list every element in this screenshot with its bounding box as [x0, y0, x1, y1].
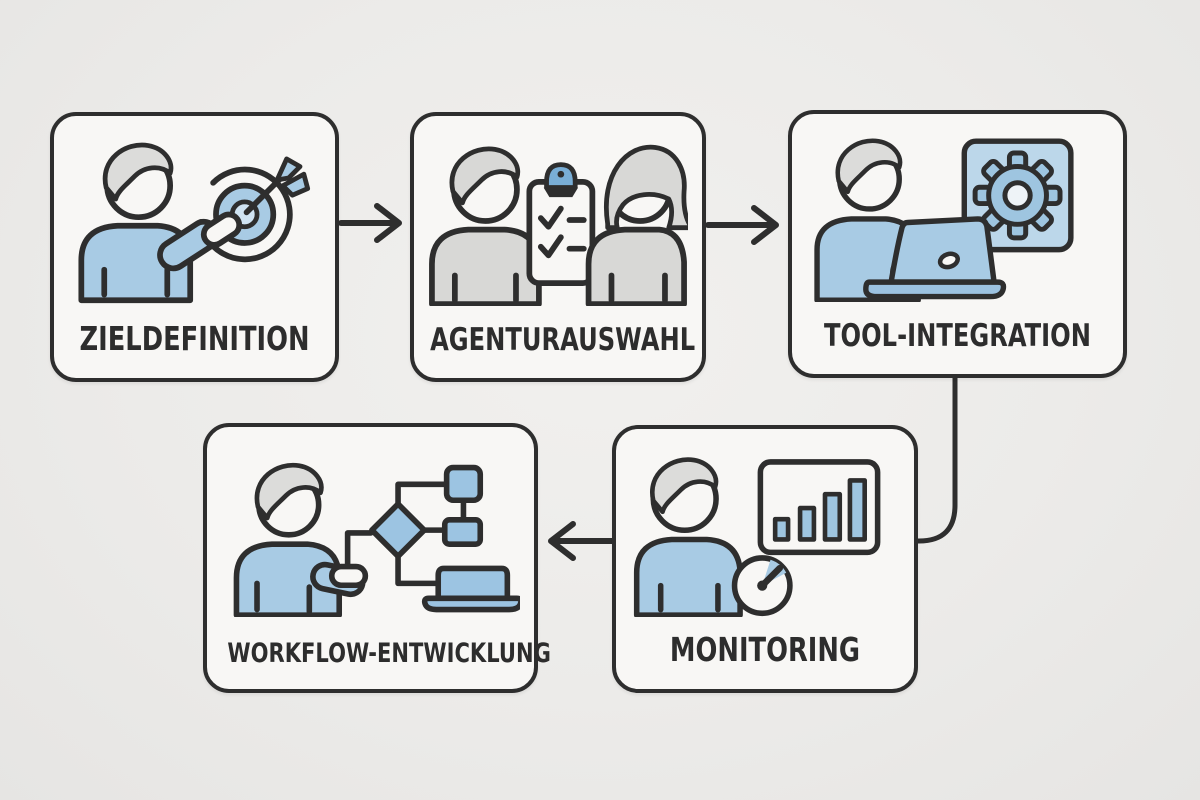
step-box-monitoring: MONITORING [612, 425, 918, 693]
step-label: AGENTURAUSWAHL [430, 322, 696, 358]
elbow-connector [911, 375, 958, 544]
step-box-tool-integration: TOOL-INTEGRATION [788, 110, 1127, 378]
step-box-workflow-entwicklung: WORKFLOW-ENTWICKLUNG [203, 423, 551, 693]
person-target-icon [78, 142, 311, 304]
arrow-right-icon [705, 205, 779, 245]
step-label: MONITORING [669, 630, 861, 669]
step-box-agenturauswahl: AGENTURAUSWAHL [410, 112, 706, 382]
bar-chart-icon [757, 459, 881, 556]
person-laptop-gear-icon [814, 138, 1074, 303]
step-label: WORKFLOW-ENTWICKLUNG [227, 638, 551, 669]
laptop-icon [421, 565, 524, 613]
person-icon [78, 142, 243, 304]
person-icon [633, 457, 743, 618]
person-flowchart-laptop-icon [233, 462, 524, 618]
checklist-icon [526, 162, 596, 286]
two-people-checklist-icon [429, 144, 695, 307]
person-icon [429, 146, 542, 307]
step-label: ZIELDEFINITION [79, 319, 310, 358]
step-box-zieldefinition: ZIELDEFINITION [50, 112, 339, 382]
person-icon [233, 462, 369, 618]
step-label: TOOL-INTEGRATION [824, 318, 1091, 354]
person-chart-clock-icon [633, 457, 881, 618]
laptop-icon [863, 216, 1007, 300]
arrow-left-icon [548, 521, 617, 561]
arrow-right-icon [338, 203, 402, 243]
flowchart-nodes [369, 464, 524, 613]
flowchart-icon [344, 481, 467, 587]
gear-icon [961, 138, 1074, 253]
clock-icon [731, 555, 793, 617]
person-icon [585, 144, 695, 307]
